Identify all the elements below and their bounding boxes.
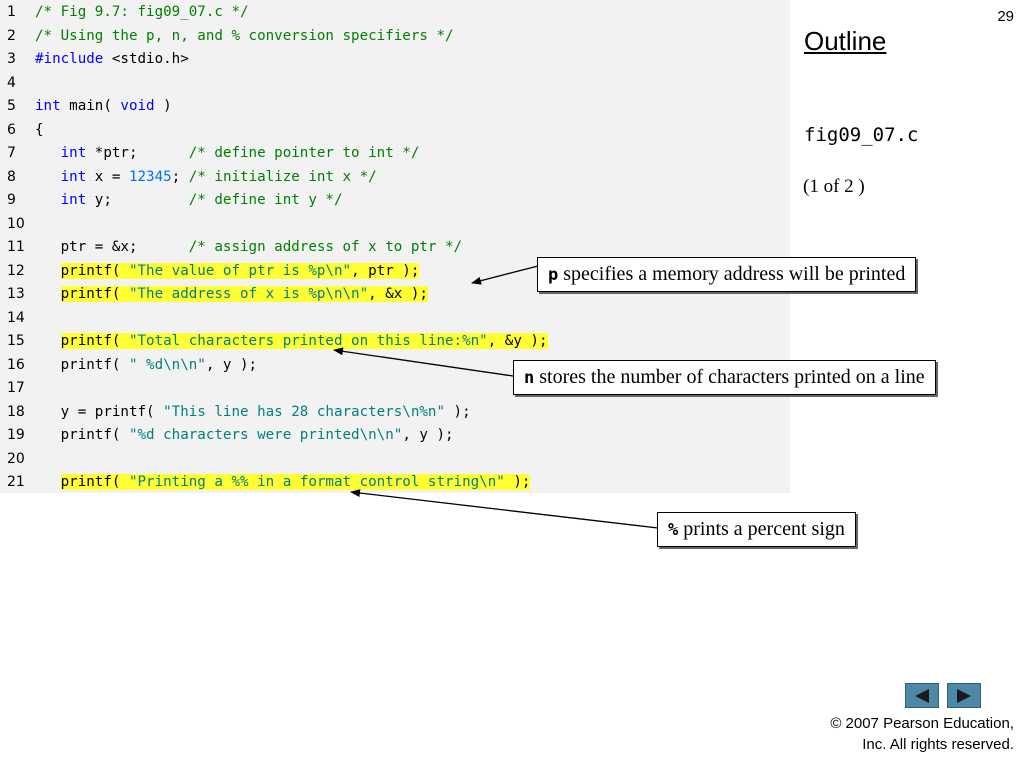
line-number: 1 xyxy=(7,4,16,20)
line-number: 8 xyxy=(7,168,16,185)
code-text: ptr = &x; /* assign address of x to ptr … xyxy=(35,239,463,255)
line-number: 13 xyxy=(7,286,25,302)
line-number: 12 xyxy=(7,262,25,279)
line-number: 2 xyxy=(7,27,16,44)
code-text: printf( "The value of ptr is %p\n", ptr … xyxy=(60,262,420,279)
line-number: 18 xyxy=(7,403,25,420)
code-text: int y; /* define int y */ xyxy=(60,192,343,208)
arrow-pct xyxy=(350,489,659,529)
copyright-line-1: © 2007 Pearson Education, xyxy=(830,715,1014,732)
code-text: int *ptr; /* define pointer to int */ xyxy=(60,145,420,161)
next-slide-button[interactable] xyxy=(947,683,981,708)
callout-n-specifier: n stores the number of characters printe… xyxy=(513,360,936,395)
code-text: printf( " %d\n\n", y ); xyxy=(35,356,258,373)
line-number: 20 xyxy=(7,450,25,467)
triangle-right-icon xyxy=(957,688,971,703)
specifier-p: p xyxy=(548,265,559,285)
callout-pct-text: prints a percent sign xyxy=(678,518,845,540)
code-listing-panel: 1 /* Fig 9.7: fig09_07.c */ 2 /* Using the… xyxy=(0,0,790,493)
callout-percent-specifier: % prints a percent sign xyxy=(657,512,856,547)
code-text: printf( "Printing a %% in a format contr… xyxy=(60,474,531,490)
code-text: y = printf( "This line has 28 characters… xyxy=(35,403,471,420)
code-text: /* Fig 9.7: fig09_07.c */ xyxy=(35,4,249,20)
line-number: 16 xyxy=(7,356,25,373)
copyright-line-2: Inc. All rights reserved. xyxy=(862,736,1014,753)
code-text: { xyxy=(35,121,44,138)
callout-p-text: specifies a memory address will be print… xyxy=(558,263,906,285)
line-number: 14 xyxy=(7,309,25,326)
line-number: 11 xyxy=(7,239,25,255)
line-number: 17 xyxy=(7,380,25,396)
code-text: printf( "Total characters printed on thi… xyxy=(60,333,548,349)
previous-slide-button[interactable] xyxy=(905,683,939,708)
code-text: printf( "The address of x is %p\n\n", &x… xyxy=(60,286,428,302)
specifier-n: n xyxy=(524,368,535,388)
callout-p-specifier: p specifies a memory address will be pri… xyxy=(537,257,917,292)
code-text: #include <stdio.h> xyxy=(35,51,189,67)
copyright-notice: © 2007 Pearson Education, Inc. All right… xyxy=(830,713,1014,755)
line-number: 4 xyxy=(7,74,16,91)
code-text: printf( "%d characters were printed\n\n"… xyxy=(35,427,454,443)
code-text: int x = 12345; /* initialize int x */ xyxy=(60,168,377,185)
line-number: 7 xyxy=(7,145,16,161)
code-text: /* Using the p, n, and % conversion spec… xyxy=(35,27,454,44)
page-number: 29 xyxy=(997,8,1014,25)
line-number: 9 xyxy=(7,192,16,208)
line-number: 6 xyxy=(7,121,16,138)
line-number: 10 xyxy=(7,215,25,232)
page-part-label: (1 of 2 ) xyxy=(803,176,865,197)
code-text: int main( void ) xyxy=(35,98,172,114)
callout-n-text: stores the number of characters printed … xyxy=(534,366,925,388)
specifier-percent: % xyxy=(668,520,679,540)
file-name: fig09_07.c xyxy=(804,124,919,146)
line-number: 5 xyxy=(7,98,16,114)
line-number: 21 xyxy=(7,474,25,490)
triangle-left-icon xyxy=(915,688,929,703)
outline-link[interactable]: Outline xyxy=(804,26,887,56)
line-number: 19 xyxy=(7,427,25,443)
line-number: 15 xyxy=(7,333,25,349)
line-number: 3 xyxy=(7,51,16,67)
